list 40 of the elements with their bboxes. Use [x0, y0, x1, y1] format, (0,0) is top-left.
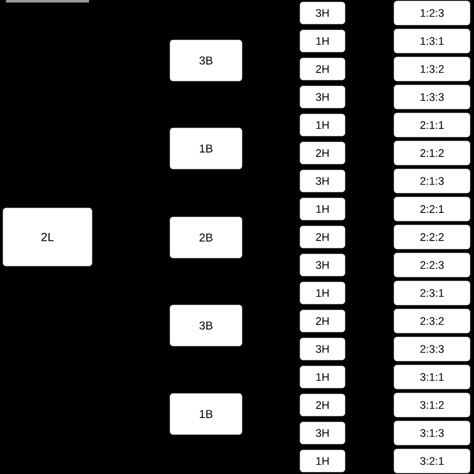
level-box: 1H: [300, 366, 346, 388]
ratio-box: 2:1:1: [394, 112, 470, 138]
branch-box: 1B: [170, 393, 242, 435]
ratio-box: 3:1:2: [394, 392, 470, 418]
ratio-box: 2:2:1: [394, 196, 470, 222]
ratio-box: 2:3:2: [394, 308, 470, 334]
ratio-box: 1:3:1: [394, 28, 470, 54]
branch-box: 1B: [170, 128, 242, 170]
ratio-box: 3:1:3: [394, 420, 470, 446]
level-box: 3H: [300, 338, 346, 360]
ratio-box: 1:3:3: [394, 84, 470, 110]
level-box: 2H: [300, 58, 346, 80]
ratio-box: 2:1:3: [394, 168, 470, 194]
level-box: 1H: [300, 30, 346, 52]
level-box: 1H: [300, 450, 346, 472]
level-box: 3H: [300, 2, 346, 24]
level-box: 2H: [300, 226, 346, 248]
ratio-box: 3:2:1: [394, 448, 470, 474]
level-box: 2L: [2, 208, 92, 266]
branch-box: 3B: [170, 304, 242, 346]
branch-box: 2B: [170, 216, 242, 258]
level-box: 1H: [300, 198, 346, 220]
level-box: 3H: [300, 86, 346, 108]
level-box: 3H: [300, 254, 346, 276]
ratio-box: 2:2:2: [394, 224, 470, 250]
ratio-box: 2:3:3: [394, 336, 470, 362]
level-box: 1H: [300, 282, 346, 304]
ratio-box: 1:2:3: [394, 0, 470, 26]
level-box: 2H: [300, 310, 346, 332]
level-box: 2H: [300, 394, 346, 416]
ratio-box: 2:3:1: [394, 280, 470, 306]
level-box: 3H: [300, 422, 346, 444]
ratio-box: 3:1:1: [394, 364, 470, 390]
level-box: 2H: [300, 142, 346, 164]
level-box: 1H: [300, 114, 346, 136]
ratio-box: 1:3:2: [394, 56, 470, 82]
ratio-box: 2:1:2: [394, 140, 470, 166]
ratio-box: 2:2:3: [394, 252, 470, 278]
level-box: 3H: [300, 170, 346, 192]
branch-box: 3B: [170, 40, 242, 82]
